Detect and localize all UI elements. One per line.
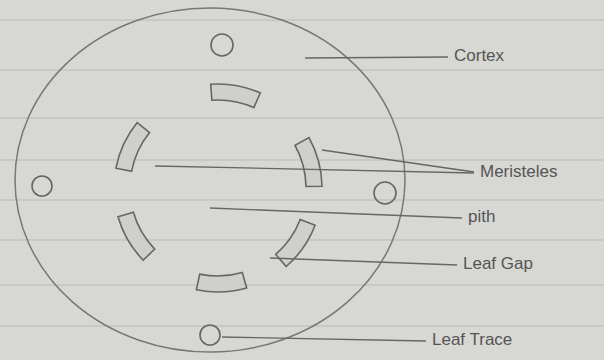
leader-lines xyxy=(155,57,474,341)
meristele-label: Meristeles xyxy=(478,163,559,182)
leaf-trace-label: Leaf Trace xyxy=(430,331,514,350)
cortex-label: Cortex xyxy=(452,47,506,66)
leaf-traces xyxy=(32,34,396,345)
meristeles xyxy=(116,84,322,292)
leaf-gap-label: Leaf Gap xyxy=(461,255,535,274)
pith-label: pith xyxy=(466,208,497,227)
ruled-lines xyxy=(0,20,604,326)
stem-outline xyxy=(15,8,405,352)
